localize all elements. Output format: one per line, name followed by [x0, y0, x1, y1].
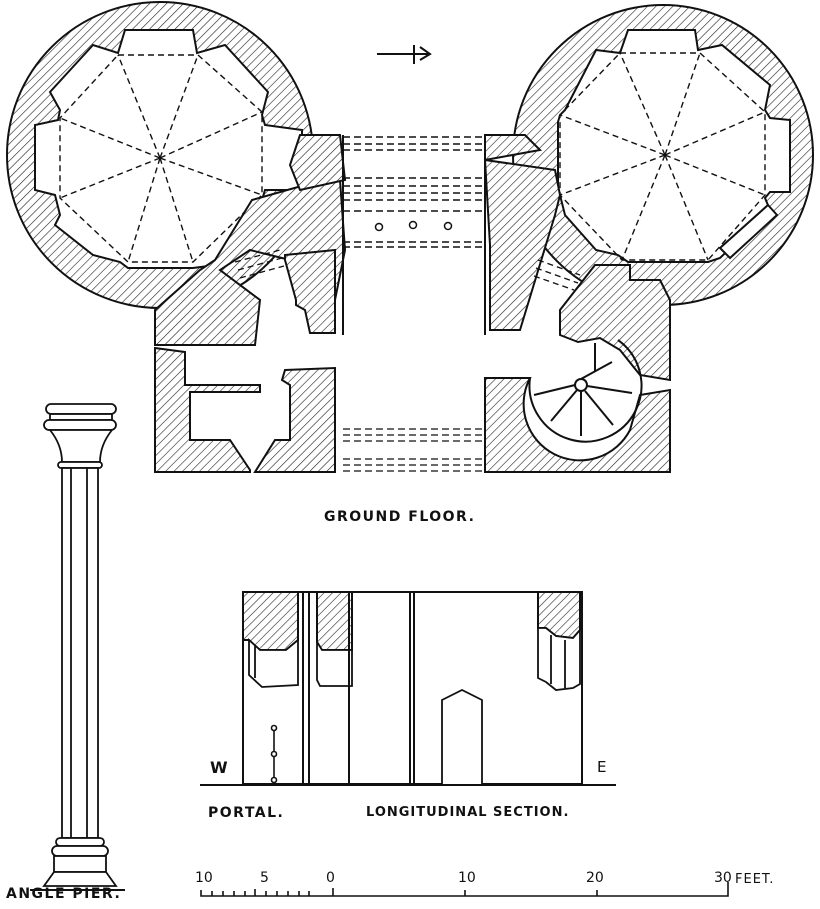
- left-vault-ribs: [59, 54, 263, 263]
- lower-left-pier: [253, 366, 336, 473]
- column-base: [443, 221, 453, 231]
- portal-hinge: [270, 724, 278, 784]
- right-vault-ribs: [559, 52, 766, 261]
- north-arrow-icon: [377, 45, 432, 64]
- lower-left-block: [154, 346, 261, 473]
- longitudinal-section-caption: LONGITUDINAL SECTION.: [366, 805, 570, 820]
- lower-right-block: [484, 377, 671, 473]
- scale-tick-label: 10: [195, 870, 213, 886]
- west-label: W: [210, 758, 230, 777]
- right-tower-buttress: [483, 158, 562, 331]
- scale-unit-label: FEET.: [735, 872, 775, 887]
- ground-floor-caption: GROUND FLOOR.: [324, 509, 476, 525]
- portal-caption: PORTAL.: [208, 805, 285, 821]
- left-center-pier: [284, 248, 336, 334]
- lower-passage: [343, 428, 485, 472]
- spiral-stair: [528, 339, 643, 443]
- angle-pier: [30, 403, 125, 891]
- right-tower: [483, 4, 814, 331]
- scale-bar: [200, 882, 729, 897]
- left-wall-block: [288, 134, 347, 192]
- column-base: [408, 220, 418, 230]
- stair-tower-block: [559, 264, 671, 382]
- left-tower: [6, 1, 347, 346]
- right-tower-slit: [718, 203, 779, 260]
- left-tower-interior: [34, 29, 303, 269]
- scale-tick-label: 20: [586, 870, 604, 886]
- scale-tick-label: 30: [714, 870, 732, 886]
- scale-tick-label: 5: [260, 870, 269, 886]
- central-passage: [342, 135, 486, 335]
- column-base: [374, 222, 384, 232]
- angle-pier-caption: ANGLE PIER.: [6, 886, 122, 902]
- diagonal-passages: [234, 249, 581, 291]
- longitudinal-section: [200, 591, 616, 786]
- scale-tick-label: 10: [458, 870, 476, 886]
- scale-tick-label: 0: [326, 870, 335, 886]
- east-label: E: [597, 758, 608, 776]
